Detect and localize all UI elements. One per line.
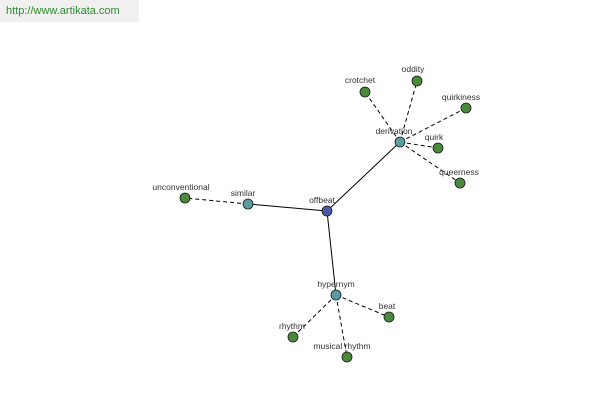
node-queerness[interactable] (454, 177, 466, 189)
node-label-rhythm[interactable]: rhythm (279, 321, 305, 331)
edge-derivation-oddity (399, 80, 418, 143)
node-quirk[interactable] (432, 142, 444, 154)
source-url-banner[interactable]: http://www.artikata.com (0, 0, 139, 22)
node-label-unconventional[interactable]: unconventional (152, 182, 209, 192)
node-hypernym[interactable] (330, 289, 342, 301)
node-label-oddity[interactable]: oddity (402, 64, 425, 74)
node-label-quirk[interactable]: quirk (425, 132, 444, 142)
node-label-beat[interactable]: beat (379, 301, 396, 311)
node-label-musical-rhythm[interactable]: musical rhythm (313, 341, 370, 351)
node-similar[interactable] (242, 198, 254, 210)
edge-derivation-crotchet (364, 91, 401, 143)
node-label-hypernym[interactable]: hypernym (317, 279, 354, 289)
node-label-similar[interactable]: similar (231, 188, 256, 198)
edge-offbeat-similar (247, 203, 328, 212)
node-label-offbeat[interactable]: offbeat (309, 195, 335, 205)
edge-similar-unconventional (184, 197, 249, 205)
labels-layer: offbeat derivation similar hypernym crotchet… (152, 64, 480, 351)
node-crotchet[interactable] (359, 86, 371, 98)
node-label-queerness[interactable]: queerness (439, 167, 479, 177)
edge-derivation-queerness (399, 141, 461, 184)
edge-derivation-quirkiness (399, 107, 467, 143)
node-beat[interactable] (383, 311, 395, 323)
node-label-quirkiness[interactable]: quirkiness (442, 92, 480, 102)
node-derivation[interactable] (394, 136, 406, 148)
edge-hypernym-rhythm (292, 294, 337, 338)
edges-layer (184, 80, 467, 358)
node-label-crotchet[interactable]: crotchet (345, 75, 376, 85)
edge-derivation-quirk (399, 141, 439, 149)
node-label-derivation[interactable]: derivation (376, 126, 413, 136)
node-rhythm[interactable] (287, 331, 299, 343)
edge-hypernym-musical-rhythm (335, 294, 348, 358)
node-oddity[interactable] (411, 75, 423, 87)
node-quirkiness[interactable] (460, 102, 472, 114)
node-musical-rhythm[interactable] (341, 351, 353, 363)
nodes-layer (179, 75, 472, 363)
edge-offbeat-hypernym (326, 210, 337, 296)
edge-offbeat-derivation (326, 141, 401, 212)
node-unconventional[interactable] (179, 192, 191, 204)
edge-hypernym-beat (335, 294, 390, 318)
node-offbeat[interactable] (321, 205, 333, 217)
